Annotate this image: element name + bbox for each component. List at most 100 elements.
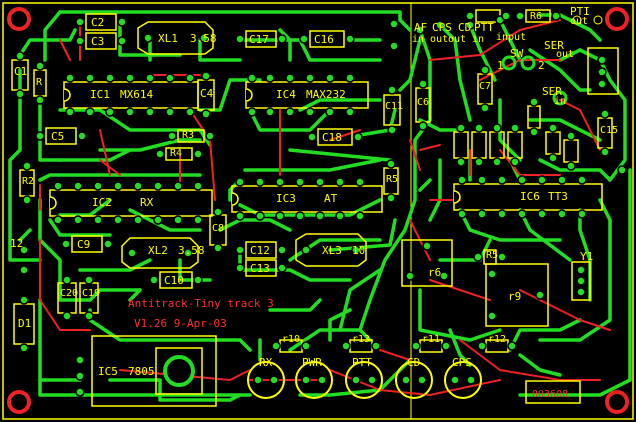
label-r6-top: R6 — [530, 11, 543, 22]
label-r12: r12 — [488, 334, 507, 345]
label-r5-low: R5 — [486, 250, 499, 261]
label-ser-in: SER — [542, 85, 562, 98]
label-ic4-part: MAX232 — [306, 88, 346, 101]
label-c10: C10 — [164, 274, 184, 287]
label-r1: R — [36, 77, 43, 88]
label-led-cd: CD — [407, 356, 421, 369]
c13-outline — [245, 259, 277, 277]
label-pti: PTI — [570, 5, 590, 18]
mounting-holes — [7, 7, 629, 414]
label-ic6-part: TT3 — [548, 190, 568, 203]
mount-hole-tr — [605, 7, 629, 31]
label-cps-sub: out — [448, 34, 467, 45]
label-led-rx: RX — [259, 356, 273, 369]
xl2-outline — [121, 237, 199, 269]
label-ic1: IC1 — [90, 88, 110, 101]
label-sw-2: 2 — [538, 59, 545, 72]
label-c12: C12 — [250, 244, 270, 257]
label-r13: r13 — [352, 334, 371, 345]
label-ser-out-sub: out — [556, 49, 575, 60]
label-ic5: IC5 — [98, 365, 118, 378]
label-c15: C15 — [600, 125, 619, 136]
rpack-1 — [453, 131, 469, 159]
label-sw-1: 1 — [497, 59, 504, 72]
ic3-outline — [231, 185, 383, 213]
label-r10: r10 — [282, 334, 301, 345]
label-ic2-part: RX — [140, 196, 154, 209]
label-c19: C19 — [82, 288, 101, 299]
board-version: V1.26 9-Apr-03 — [134, 317, 227, 330]
label-ic6: IC6 — [520, 190, 540, 203]
label-c20: C20 — [60, 288, 79, 299]
mount-hole-br — [605, 390, 629, 414]
led-pwr — [295, 361, 333, 399]
label-af-sub: in out — [412, 34, 449, 45]
ic-notches — [49, 88, 461, 210]
y1-outline — [571, 261, 591, 301]
r-small-1 — [545, 131, 561, 155]
ic5-mount-hole — [163, 355, 195, 387]
label-c1: C1 — [14, 65, 28, 78]
label-r9: r9 — [508, 290, 522, 303]
led-rx — [247, 361, 285, 399]
label-c17: C17 — [249, 33, 269, 46]
mount-hole-tl — [7, 7, 31, 31]
c10-outline — [159, 271, 193, 289]
label-r2: R2 — [22, 176, 35, 187]
xl1-outline — [137, 21, 214, 55]
label-led-ptt: PTT — [352, 356, 372, 369]
label-ser-out: SER — [544, 39, 564, 52]
label-ic5-part: 7805 — [128, 365, 155, 378]
board-id: 003608 — [532, 389, 569, 400]
label-c11: C11 — [385, 101, 404, 112]
led-outlines — [247, 361, 482, 399]
label-r6-trim: r6 — [428, 266, 442, 279]
c3-outline — [85, 32, 117, 50]
c17-outline — [245, 30, 277, 48]
board-title: Antitrack-Tiny track 3 — [128, 297, 274, 310]
ic5-tab — [155, 347, 203, 395]
label-ic3: IC3 — [276, 192, 296, 205]
c12-outline — [245, 241, 277, 259]
rpack-2 — [471, 131, 487, 159]
mount-hole-bl — [7, 390, 31, 414]
label-pti-sub: out — [570, 16, 589, 27]
led-ptt — [345, 361, 383, 399]
c9-outline — [71, 235, 103, 253]
label-c2: C2 — [91, 16, 105, 29]
label-ic3-part: AT — [324, 192, 338, 205]
label-c16: C16 — [314, 33, 334, 46]
label-led-cps: CPS — [452, 356, 472, 369]
label-af: AF — [414, 21, 428, 34]
r6-trim-outline — [401, 239, 453, 287]
label-input: input — [496, 32, 527, 43]
label-ic1-part: MX614 — [120, 88, 154, 101]
c14-outline — [525, 380, 581, 404]
label-c7: C7 — [479, 81, 492, 92]
r3-outline — [177, 129, 205, 143]
label-c13: C13 — [250, 262, 270, 275]
r-small-2 — [563, 139, 579, 163]
label-cd: CD — [458, 21, 472, 34]
label-xl1-value: 3.58 — [190, 32, 217, 45]
label-y1: Y1 — [580, 250, 594, 263]
label-r5-mid: R5 — [386, 174, 399, 185]
label-ptt: PTT — [474, 21, 494, 34]
label-c3: C3 — [91, 35, 105, 48]
label-c9: C9 — [77, 238, 91, 251]
label-xl3-value: 10 — [352, 244, 366, 257]
label-r4: R4 — [170, 148, 183, 159]
label-c5: C5 — [51, 130, 65, 143]
ic5-outline — [91, 335, 217, 407]
pti-marker — [572, 15, 603, 25]
label-ic2: IC2 — [92, 196, 112, 209]
label-xl3: XL3 — [322, 244, 342, 257]
label-xl2-value: 3.58 — [178, 244, 205, 257]
c11-outline — [383, 94, 401, 126]
r-ser-outline — [527, 105, 541, 129]
pads — [15, 11, 627, 397]
label-c6: C6 — [417, 97, 430, 108]
label-cd-sub: in — [472, 34, 485, 45]
r6-outline — [525, 9, 551, 23]
